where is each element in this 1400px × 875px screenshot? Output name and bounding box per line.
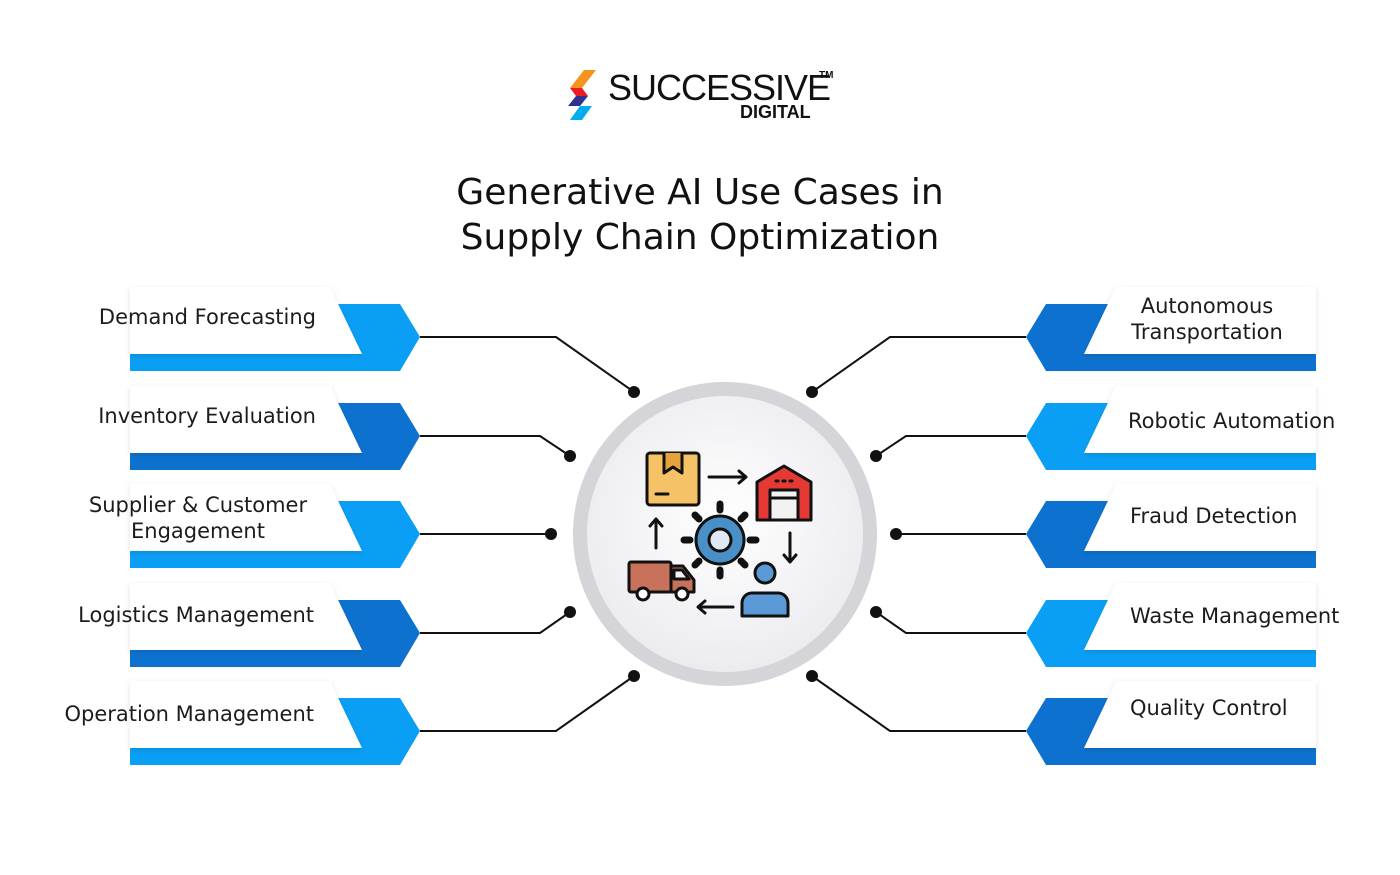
tab-white-card xyxy=(1084,583,1316,650)
tab-white-card xyxy=(1084,386,1316,453)
use-case-tabs xyxy=(130,287,1316,765)
tab-white-card xyxy=(1084,287,1316,354)
tab-white-card xyxy=(1084,681,1316,748)
use-case-label-left-4: Logistics Management xyxy=(78,602,314,628)
use-case-tab-left xyxy=(130,681,420,765)
use-case-label-line: Operation Management xyxy=(64,702,314,726)
connector-line xyxy=(875,435,1026,457)
person-icon xyxy=(740,561,790,618)
use-case-label-right-5: Quality Control xyxy=(1130,695,1288,721)
use-case-label-line: Demand Forecasting xyxy=(98,305,316,329)
connector-left xyxy=(420,435,576,462)
connector-lines xyxy=(420,336,1026,732)
title-line-1: Generative AI Use Cases in xyxy=(456,172,944,213)
title-line-2: Supply Chain Optimization xyxy=(460,217,940,258)
connector-line xyxy=(420,336,635,393)
connector-dot xyxy=(806,670,818,682)
connector-left xyxy=(420,670,640,732)
connector-left xyxy=(420,336,640,398)
logo-subtext: DIGITAL xyxy=(740,102,811,122)
supply-chain-cycle-icon xyxy=(627,451,813,618)
connector-line xyxy=(420,435,571,457)
connector-line xyxy=(420,675,635,732)
logo-trademark: TM xyxy=(819,70,834,81)
tab-white-card xyxy=(130,287,362,354)
connector-dot xyxy=(545,528,557,540)
use-case-label-line: Engagement xyxy=(131,519,265,543)
connector-dot xyxy=(806,386,818,398)
logo-mark-icon xyxy=(568,70,596,120)
connector-right xyxy=(890,528,1026,540)
use-case-tab-right xyxy=(1026,386,1316,470)
use-case-label-left-1: Demand Forecasting xyxy=(99,304,316,330)
connector-left xyxy=(420,528,557,540)
tab-white-card xyxy=(130,681,362,748)
tab-white-card xyxy=(130,583,362,650)
truck-icon xyxy=(627,560,696,602)
logo-wordmark: SUCCESSIVE xyxy=(608,67,831,108)
use-case-label-line: Robotic Automation xyxy=(1128,409,1336,433)
tab-white-card xyxy=(1084,484,1316,551)
use-case-tab-left xyxy=(130,287,420,371)
connector-left xyxy=(420,606,576,634)
connector-line xyxy=(420,611,571,634)
connector-dot xyxy=(870,450,882,462)
cycle-arrows xyxy=(648,469,798,615)
use-case-label-left-5: Operation Management xyxy=(64,701,314,727)
use-case-label-line: Transportation xyxy=(1131,320,1283,344)
connector-dot xyxy=(628,386,640,398)
connector-line xyxy=(875,611,1026,634)
connector-right xyxy=(806,670,1026,732)
use-case-tab-right xyxy=(1026,681,1316,765)
use-case-tab-right xyxy=(1026,484,1316,568)
warehouse-icon xyxy=(755,464,813,522)
use-case-label-line: Logistics Management xyxy=(78,603,314,627)
use-case-label-line: Supplier & Customer xyxy=(88,493,308,517)
connector-line xyxy=(811,675,1026,732)
use-case-tab-left xyxy=(130,484,420,568)
connector-right xyxy=(870,435,1026,462)
use-case-label-line: Inventory Evaluation xyxy=(98,404,316,428)
use-case-tab-right xyxy=(1026,287,1316,371)
connector-dot xyxy=(890,528,902,540)
successive-digital-logo: SUCCESSIVE TM DIGITAL xyxy=(568,68,838,128)
central-hub xyxy=(573,382,877,686)
use-case-label-right-4: Waste Management xyxy=(1130,603,1339,629)
connector-dot xyxy=(628,670,640,682)
use-case-tab-left xyxy=(130,583,420,667)
tab-white-card xyxy=(130,484,362,551)
use-case-tab-right xyxy=(1026,583,1316,667)
use-case-label-line: Quality Control xyxy=(1130,696,1288,720)
use-case-label-line: Waste Management xyxy=(1130,604,1340,628)
connector-dot xyxy=(870,606,882,618)
gear-icon xyxy=(680,500,760,580)
connector-line xyxy=(811,336,1026,393)
page-title: Generative AI Use Cases in Supply Chain … xyxy=(300,170,1100,260)
use-case-label-right-2: Robotic Automation xyxy=(1128,408,1335,434)
connector-right xyxy=(870,606,1026,634)
use-case-label-line: Fraud Detection xyxy=(1130,504,1298,528)
package-box-icon xyxy=(645,451,701,507)
tab-white-card xyxy=(130,386,362,453)
use-case-label-left-2: Inventory Evaluation xyxy=(98,403,316,429)
connector-dot xyxy=(564,450,576,462)
connector-dot xyxy=(564,606,576,618)
use-case-label-right-3: Fraud Detection xyxy=(1130,503,1297,529)
use-case-tab-left xyxy=(130,386,420,470)
connector-right xyxy=(806,336,1026,398)
use-case-label-line: Autonomous xyxy=(1140,294,1274,318)
